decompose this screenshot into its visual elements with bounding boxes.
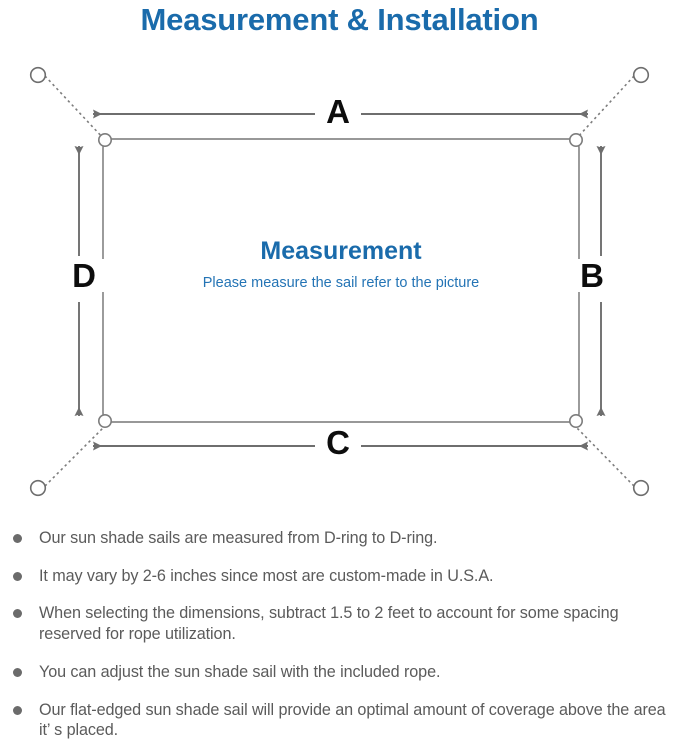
rope-lines <box>44 75 635 487</box>
list-item: Our flat-edged sun shade sail will provi… <box>10 700 675 741</box>
anchor-point-top-left <box>29 66 47 84</box>
bullet-icon <box>13 609 22 619</box>
d-ring-bottom-right <box>568 413 583 428</box>
bullet-icon <box>13 705 22 715</box>
dimension-arrows <box>74 109 606 451</box>
d-ring-top-right <box>568 133 583 148</box>
note-text: Our flat-edged sun shade sail will provi… <box>39 700 666 740</box>
d-ring-top-left <box>98 133 113 148</box>
rope-line-top-right <box>575 75 635 140</box>
note-text: It may vary by 2-6 inches since most are… <box>39 566 494 585</box>
anchor-points <box>29 66 650 497</box>
bullet-icon <box>13 667 22 677</box>
note-text: When selecting the dimensions, subtract … <box>39 604 619 644</box>
list-item: When selecting the dimensions, subtract … <box>10 603 675 644</box>
rope-line-bottom-left <box>44 426 105 487</box>
bullet-icon <box>13 534 22 543</box>
bullet-icon <box>13 571 22 581</box>
d-rings <box>98 133 583 428</box>
page-title: Measurement & Installation <box>140 2 539 37</box>
diagram-svg <box>29 66 650 497</box>
anchor-point-top-right <box>632 66 650 84</box>
dimension-label-a: A <box>315 95 361 128</box>
note-text: Our sun shade sails are measured from D-… <box>39 529 438 547</box>
list-item: You can adjust the sun shade sail with t… <box>10 662 675 683</box>
shade-sail-measurement-diagram: A B C D Measurement Please measure the s… <box>0 48 679 518</box>
dimension-label-b: B <box>572 259 612 292</box>
dimension-label-d: D <box>64 259 104 292</box>
list-item: It may vary by 2-6 inches since most are… <box>10 566 675 587</box>
anchor-point-bottom-right <box>632 479 650 497</box>
dimension-label-c: C <box>315 426 361 459</box>
rope-line-bottom-right <box>575 426 635 487</box>
measurement-center-block: Measurement Please measure the sail refe… <box>103 237 579 292</box>
rope-line-top-left <box>44 75 105 140</box>
measurement-heading: Measurement <box>260 237 422 265</box>
measurement-subheading: Please measure the sail refer to the pic… <box>202 274 480 291</box>
d-ring-bottom-left <box>98 413 113 428</box>
list-item: Our sun shade sails are measured from D-… <box>10 528 675 549</box>
notes-list: Our sun shade sails are measured from D-… <box>10 528 675 741</box>
note-text: You can adjust the sun shade sail with t… <box>39 662 441 681</box>
anchor-point-bottom-left <box>29 479 47 497</box>
